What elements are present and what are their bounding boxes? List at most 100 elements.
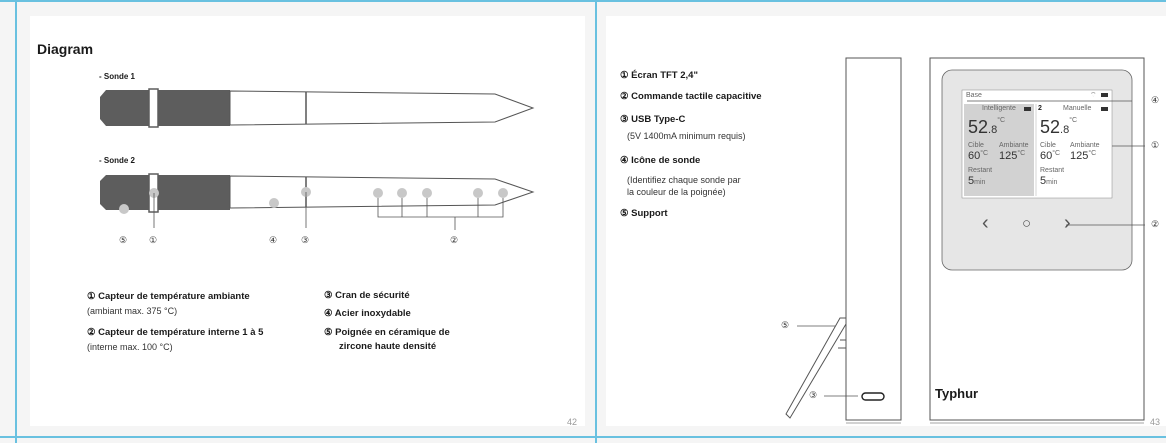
right-target-value: 60°C (1040, 150, 1060, 162)
left-page-number: 42 (567, 417, 578, 427)
left-ambient-label: Ambiante (999, 142, 1029, 149)
internal-sensor-dot-1 (373, 188, 383, 198)
left-target-unit: °C (980, 150, 989, 157)
mark-1: ① (149, 235, 158, 245)
nav-home-button[interactable]: ○ (1022, 215, 1032, 232)
left-ambient-value: 125°C (999, 150, 1025, 162)
legend-item-1-note: (ambiant max. 375 °C) (87, 306, 178, 316)
feature-5: ⑤ Support (620, 208, 668, 219)
frame-top-line (0, 0, 1166, 2)
callout-5: ⑤ (781, 320, 790, 330)
diagram-title: Diagram (37, 41, 94, 57)
feature-4-note-1: (Identifiez chaque sonde par (627, 175, 741, 185)
legend-item-2-title: ② Capteur de température interne 1 à 5 (87, 327, 264, 338)
legend-item-3: ③ Cran de sécurité (324, 290, 410, 301)
device-side-view (785, 57, 902, 424)
left-temp-main: 52 (968, 117, 989, 137)
right-remaining-value: 5min (1040, 175, 1057, 187)
left-target-label: Cible (968, 142, 984, 149)
callout-4: ④ (1151, 95, 1160, 105)
left-panel-header: Intelligente (982, 105, 1016, 112)
callout-1: ① (1151, 140, 1160, 150)
left-remaining-label: Restant (968, 167, 993, 174)
mark-5: ⑤ (119, 235, 128, 245)
feature-2: ② Commande tactile capacitive (620, 91, 762, 102)
right-remaining-label: Restant (1040, 167, 1065, 174)
probe-2-handle (100, 175, 230, 210)
screen-left-panel (964, 104, 1034, 196)
feature-1: ① Écran TFT 2,4" (620, 70, 698, 81)
right-target-label: Cible (1040, 142, 1056, 149)
frame-left-line (15, 0, 17, 443)
internal-sensor-dot-4 (473, 188, 483, 198)
handle-dot (119, 204, 129, 214)
nav-prev-button[interactable]: ‹ (982, 212, 989, 234)
wifi-icon: ⌔ (1090, 92, 1097, 99)
right-ambient-label: Ambiante (1070, 142, 1100, 149)
legend-item-5-line2: zircone haute densité (339, 341, 437, 352)
battery-icon-right (1101, 107, 1108, 111)
left-temp-unit: °C (997, 117, 1006, 124)
right-target-unit: °C (1052, 150, 1061, 157)
left-panel-temp: 52.8°C (968, 117, 1005, 138)
left-sheet (30, 16, 585, 426)
mark-3: ③ (301, 235, 310, 245)
side-body (845, 57, 902, 421)
left-temp-decimal: .8 (988, 124, 998, 136)
legend-item-4: ④ Acier inoxydable (324, 308, 411, 319)
leader-2-bracket (377, 198, 504, 230)
stand (785, 317, 847, 419)
battery-icon-left (1024, 107, 1031, 111)
right-page-number: 43 (1150, 417, 1161, 427)
probe-2 (100, 173, 535, 230)
feature-4: ④ Icône de sonde (620, 155, 701, 166)
battery-icon-status (1101, 93, 1108, 97)
left-remaining-number: 5 (968, 175, 975, 187)
right-panel-probe-number: 2 (1038, 105, 1042, 112)
nav-next-button[interactable]: › (1064, 212, 1071, 234)
usb-c-port (861, 392, 885, 401)
left-ambient-number: 125 (999, 150, 1018, 162)
mark-2: ② (450, 235, 459, 245)
callout-3: ③ (809, 390, 818, 400)
frame-center-line (595, 0, 597, 443)
right-temp-decimal: .8 (1060, 124, 1070, 136)
stand-hinge (838, 339, 846, 349)
probe-1-handle-ring (148, 88, 159, 128)
probe-1 (100, 88, 535, 128)
probe-2-label: - Sonde 2 (99, 156, 136, 165)
device-front-view (929, 57, 1145, 424)
probe-1-label: - Sonde 1 (99, 72, 136, 81)
left-target-value: 60°C (968, 150, 988, 162)
screen-mode-label: Base (966, 92, 982, 99)
internal-sensor-dot-3 (422, 188, 432, 198)
frame-bottom-line (0, 436, 1166, 438)
right-temp-main: 52 (1040, 117, 1061, 137)
legend-item-5-line1: ⑤ Poignée en céramique de (324, 327, 450, 338)
right-target-number: 60 (1040, 150, 1053, 162)
mark-4: ④ (269, 235, 278, 245)
brand-logo: Typhur (935, 386, 979, 401)
right-ambient-number: 125 (1070, 150, 1089, 162)
left-ambient-unit: °C (1017, 150, 1026, 157)
callout-2: ② (1151, 219, 1160, 229)
left-remaining-unit: min (974, 179, 986, 186)
right-ambient-value: 125°C (1070, 150, 1096, 162)
feature-3: ③ USB Type-C (620, 114, 686, 125)
probe-1-handle (100, 90, 230, 126)
left-remaining-value: 5min (968, 175, 985, 187)
right-panel-temp: 52.8°C (1040, 117, 1077, 138)
legend-item-2-note: (interne max. 100 °C) (87, 342, 173, 352)
feature-3-note: (5V 1400mA minimum requis) (627, 131, 746, 141)
right-remaining-number: 5 (1040, 175, 1047, 187)
probe-1-shaft (229, 90, 535, 126)
internal-sensor-dot-2 (397, 188, 407, 198)
right-remaining-unit: min (1046, 179, 1058, 186)
steel-dot (269, 198, 279, 208)
right-panel-header: Manuelle (1063, 105, 1092, 112)
legend-item-1-title: ① Capteur de température ambiante (87, 291, 250, 302)
right-temp-unit: °C (1069, 117, 1078, 124)
internal-sensor-dot-5 (498, 188, 508, 198)
